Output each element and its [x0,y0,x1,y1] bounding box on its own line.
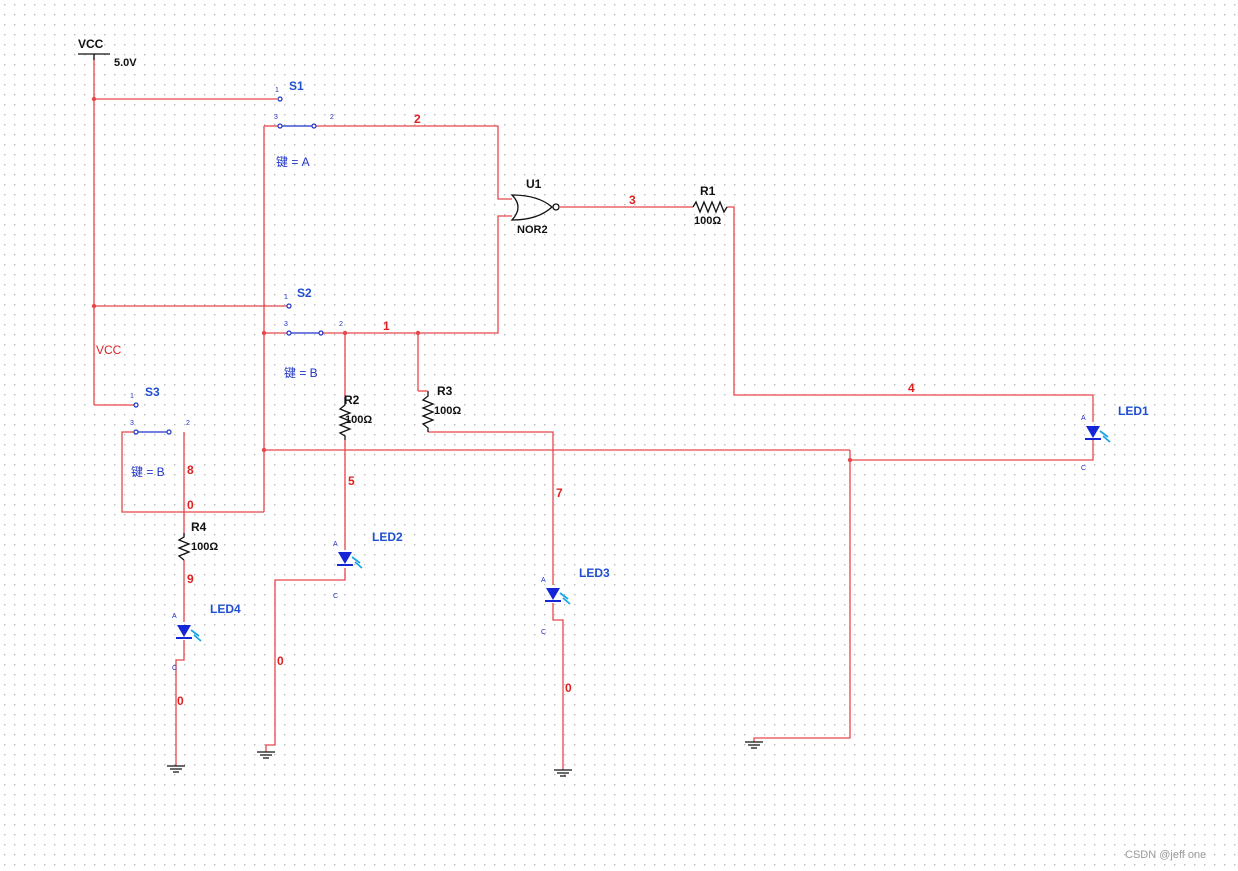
svg-text:C: C [1081,465,1086,472]
nor-gate-body [510,194,553,221]
switch-s3-key: 键 = B [131,465,165,479]
svg-text:1: 1 [284,294,288,301]
net-label: 7 [556,486,563,500]
led2-ground-wire [265,568,346,752]
led1-cathode-wire [850,440,1094,461]
led2-triangle [338,552,352,564]
led-led1[interactable]: A C LED1 [1081,404,1149,472]
junction-dot [261,447,267,453]
switch-s2-key: 键 = B [284,366,318,380]
svg-text:A: A [172,613,177,620]
switch-s1-ref: S1 [289,79,304,93]
svg-text:1: 1 [130,393,134,400]
svg-text:A: A [1081,415,1086,422]
ground-icon[interactable] [257,751,275,759]
led2-ref: LED2 [372,530,403,544]
net-label: 0 [565,681,572,695]
nor-gate-type: NOR2 [517,224,548,236]
switch-s3[interactable]: 1 3 2 S3 键 = B [130,385,190,479]
net-label: 9 [187,572,194,586]
junction-dot [847,457,853,463]
vcc-net-label: VCC [96,343,122,357]
vcc-voltage: 5.0V [114,57,137,69]
ground-net-wire [753,450,851,742]
resistor-r1[interactable]: R1 100Ω [692,184,728,227]
svg-text:2: 2 [330,114,334,121]
net-label: 0 [187,498,194,512]
vcc-bar [78,53,110,60]
led1-triangle [1086,426,1100,438]
svg-text:3: 3 [130,420,134,427]
svg-text:C: C [333,593,338,600]
ground-icon[interactable] [554,769,572,777]
net-label: 3 [629,193,636,207]
switch-s2[interactable]: 1 3 2 S2 键 = B [284,286,343,380]
s3-loop [121,431,264,513]
resistor-r3[interactable]: R3 100Ω [418,384,461,432]
resistor-r1-value: 100Ω [694,215,721,227]
resistor-r2-value: 100Ω [345,414,372,426]
net7-wire [428,431,554,585]
svg-text:A: A [541,577,546,584]
junctions [91,96,853,463]
net4-wire [727,206,1094,422]
junction-dot [91,303,97,309]
led4-ground-wire [175,640,185,766]
switch-s1[interactable]: 1 3 2 S1 键 = A [274,79,334,169]
net-labels: 2 1 3 4 5 7 8 0 9 0 0 0 [177,112,915,708]
net-label: 8 [187,463,194,477]
resistor-r1-ref: R1 [700,184,716,198]
ground-icon[interactable] [745,741,763,749]
watermark: CSDN @jeff one [1125,849,1206,861]
led4-triangle [177,625,191,637]
resistor-r2-ref: R2 [344,393,360,407]
resistor-r4-ref: R4 [191,520,207,534]
resistor-r3-ref: R3 [437,384,453,398]
svg-text:1: 1 [275,87,279,94]
net-label: 0 [277,654,284,668]
led1-ref: LED1 [1118,404,1149,418]
resistor-r3-value: 100Ω [434,405,461,417]
junction-dot [91,96,97,102]
svg-text:3: 3 [284,321,288,328]
ground-icon[interactable] [167,765,185,773]
led-led3[interactable]: A C LED3 [541,566,610,636]
net-label: 0 [177,694,184,708]
resistor-r2[interactable]: R2 100Ω [338,393,372,440]
net-label: 1 [383,319,390,333]
net-label: 4 [908,381,915,395]
led3-triangle [546,588,560,600]
net2-wire [316,125,512,200]
svg-text:2: 2 [339,321,343,328]
svg-text:2: 2 [186,420,190,427]
junction-dot [261,330,267,336]
svg-text:C: C [172,665,177,672]
svg-text:C: C [541,629,546,636]
switch-s1-key: 键 = A [276,155,310,169]
resistor-r4-value: 100Ω [191,541,218,553]
led-led2[interactable]: A C LED2 [333,530,403,600]
junction-dot [415,330,421,336]
led-led4[interactable]: A C LED4 [172,602,241,672]
nor-gate-bubble [552,203,560,211]
net-label: 2 [414,112,421,126]
svg-text:3: 3 [274,114,278,121]
switch-s2-ref: S2 [297,286,312,300]
net-label: 5 [348,474,355,488]
switch-s3-ref: S3 [145,385,160,399]
wires [93,57,1094,770]
net1-wire [322,215,512,334]
svg-text:A: A [333,541,338,548]
led4-ref: LED4 [210,602,241,616]
nor-gate-u1[interactable]: U1 NOR2 [510,177,560,236]
resistor-r4[interactable]: R4 100Ω [177,520,218,561]
junction-dot [342,330,348,336]
led3-ref: LED3 [579,566,610,580]
led3-ground-wire [552,603,564,770]
vcc-label: VCC [78,37,104,51]
nor-gate-ref: U1 [526,177,542,191]
vcc-source[interactable]: VCC 5.0V [78,37,137,69]
